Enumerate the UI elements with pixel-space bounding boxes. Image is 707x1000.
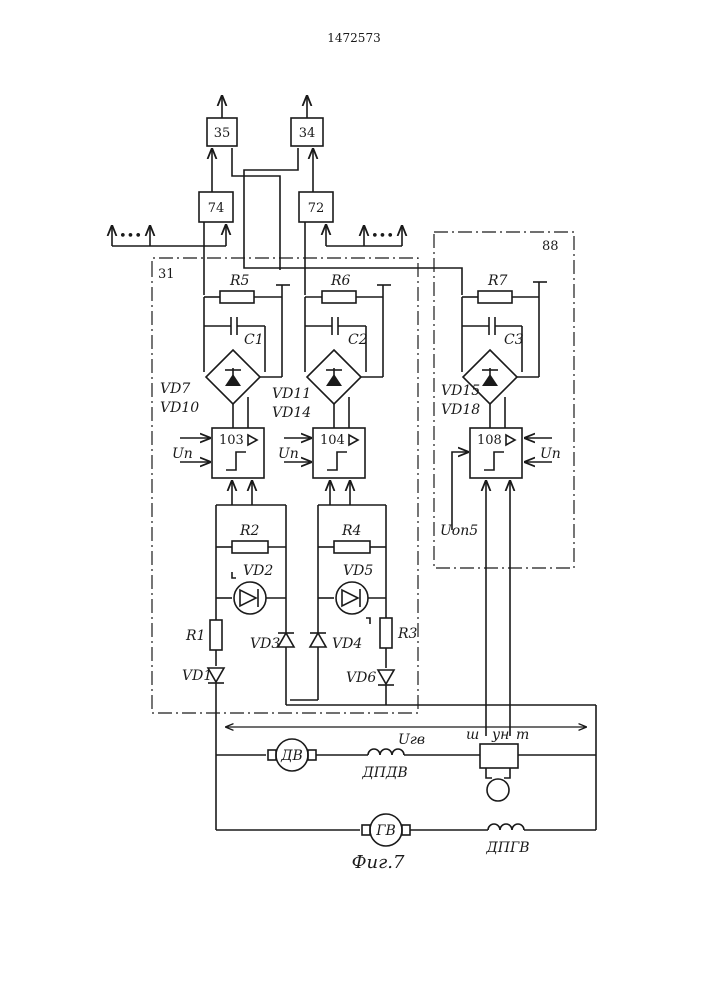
diode-vd4	[310, 633, 326, 647]
block-31: 31	[152, 258, 418, 713]
resistor-r2	[232, 541, 268, 553]
svg-text:104: 104	[320, 433, 345, 448]
label-un-104: Uп	[278, 446, 299, 462]
dots-left: •••	[119, 229, 142, 244]
label-r4: R4	[341, 523, 361, 539]
label-vd5: VD5	[343, 563, 373, 579]
label-vd3: VD3	[250, 636, 280, 652]
channel-104: R6 C2 VD11 VD14 104 Uп	[272, 273, 391, 505]
dots-right: •••	[371, 229, 394, 244]
zener-vd2	[234, 582, 266, 614]
power-circuit: Uгв ДВ ДПДВ ш ун т ГВ ДПГВ	[216, 705, 596, 856]
svg-text:74: 74	[208, 201, 225, 216]
label-ugv: Uгв	[398, 732, 425, 748]
zener-vd5	[336, 582, 368, 614]
resistor-r1	[210, 620, 222, 650]
svg-text:ГВ: ГВ	[375, 823, 396, 839]
block-34: 34	[291, 118, 323, 146]
label-r7: R7	[487, 273, 508, 289]
block-35: 35	[207, 118, 237, 146]
label-vd6: VD6	[346, 670, 376, 686]
resistor-r6	[322, 291, 356, 303]
input-network-left: R2 VD2 R1 VD1 VD3	[182, 505, 596, 830]
diode-vd3	[278, 633, 294, 647]
label-dpdv: ДПДВ	[361, 765, 407, 781]
channel-103: R5 C1 VD7 VD10 103 Uп	[160, 273, 290, 505]
resistor-r5	[220, 291, 254, 303]
label-r6: R6	[330, 273, 351, 289]
label-dpgv: ДПГВ	[485, 840, 529, 856]
label-sh: ш	[466, 727, 479, 743]
svg-text:34: 34	[299, 126, 316, 141]
label-vd18: VD18	[441, 402, 480, 418]
block-74: 74	[199, 192, 233, 222]
resistor-r3	[380, 618, 392, 648]
label-vd15: VD15	[441, 383, 480, 399]
inductor-dpdv	[368, 749, 404, 755]
label-vd10: VD10	[160, 400, 199, 416]
input-network-right: R4 VD5 VD4 R3 VD6	[290, 505, 418, 705]
label-vd2: VD2	[243, 563, 273, 579]
svg-text:ДВ: ДВ	[280, 748, 303, 764]
svg-text:103: 103	[219, 433, 244, 448]
label-c2: C2	[348, 332, 368, 348]
svg-text:31: 31	[158, 267, 175, 282]
label-r1: R1	[185, 628, 205, 644]
label-r2: R2	[239, 523, 260, 539]
label-un-108: Uп	[540, 446, 561, 462]
label-yn: ун	[491, 727, 509, 743]
label-c3: C3	[504, 332, 524, 348]
current-sensor	[480, 744, 518, 768]
label-vd14: VD14	[272, 405, 311, 421]
svg-text:72: 72	[308, 201, 325, 216]
label-vd4: VD4	[332, 636, 362, 652]
label-r3: R3	[397, 626, 418, 642]
resistor-r7	[478, 291, 512, 303]
channel-108: R7 C3 VD15 VD18 108 Uп Uоп5	[440, 273, 561, 736]
label-c1: C1	[244, 332, 264, 348]
label-vd7: VD7	[160, 381, 190, 397]
label-uop5: Uоп5	[440, 523, 478, 539]
label-r5: R5	[229, 273, 250, 289]
svg-text:35: 35	[214, 126, 231, 141]
inductor-dpgv	[488, 824, 524, 830]
svg-text:88: 88	[542, 239, 559, 254]
label-vd11: VD11	[272, 386, 311, 402]
patent-number: 1472573	[327, 31, 380, 45]
block-72: 72	[299, 192, 333, 222]
label-un-103: Uп	[172, 446, 193, 462]
label-vd1: VD1	[182, 668, 212, 684]
resistor-r4	[334, 541, 370, 553]
svg-text:108: 108	[477, 433, 502, 448]
diode-vd6	[378, 670, 394, 684]
figure-caption: Фиг.7	[352, 852, 405, 873]
sensor-coil	[487, 779, 509, 801]
label-t: т	[516, 727, 529, 743]
